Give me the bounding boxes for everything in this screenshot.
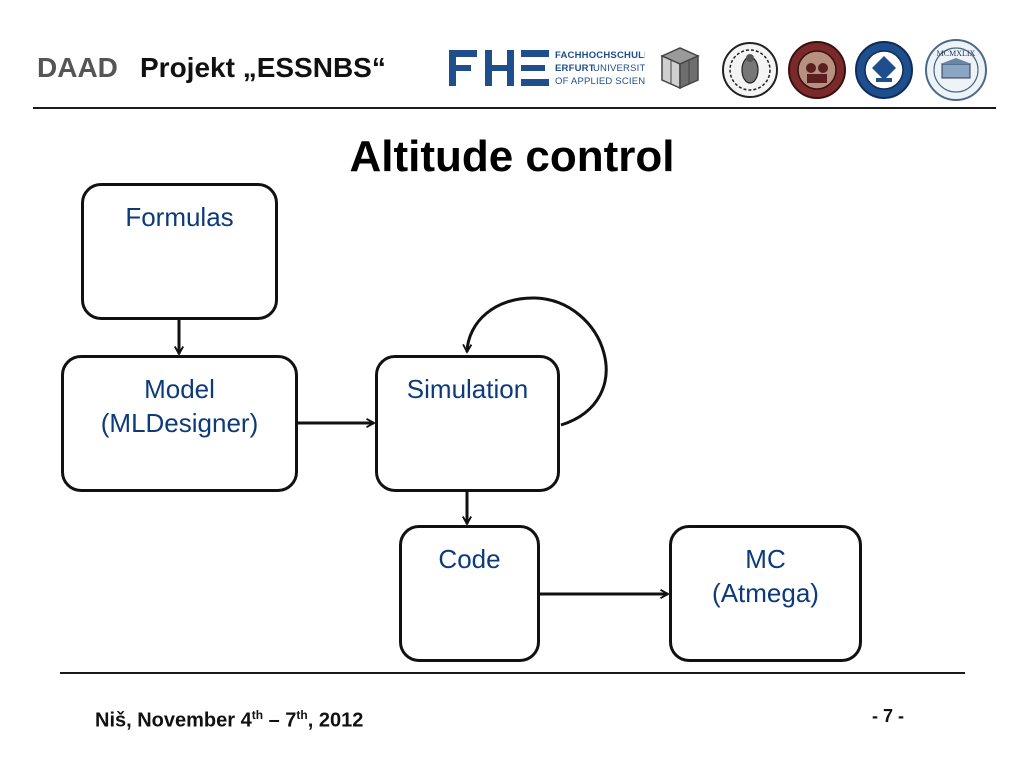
node-code: Code: [399, 525, 540, 662]
node-mc-label: MC: [745, 544, 786, 574]
node-mc: MC (Atmega): [669, 525, 862, 662]
footer-sup2: th: [296, 708, 308, 722]
fhe-line1: FACHHOCHSCHULE: [555, 50, 645, 61]
node-formulas-label: Formulas: [125, 202, 234, 232]
edge-simulation-loop: [467, 296, 608, 427]
header-divider: [33, 107, 996, 109]
node-code-label: Code: [438, 544, 501, 574]
nis-university-seal-icon: [788, 41, 846, 99]
daad-label: DAAD: [37, 52, 118, 83]
fhe-line2a: ERFURT: [555, 63, 595, 74]
footer-date-prefix: Niš, November 4: [95, 709, 252, 732]
node-simulation-label: Simulation: [406, 374, 529, 404]
node-simulation: Simulation: [375, 355, 560, 492]
project-title: Projekt „ESSNBS“: [140, 52, 386, 83]
fhe-line3: OF APPLIED SCIENCES: [555, 76, 645, 87]
footer-date: Niš, November 4th – 7th, 2012: [95, 708, 363, 733]
footer-divider: [60, 672, 965, 674]
cube-logo-icon: [660, 47, 700, 90]
slide-title: Altitude control: [349, 132, 675, 181]
university-seal-icon: [722, 42, 778, 98]
partner-seals: MCMXLIX: [660, 39, 987, 101]
node-model: Model (MLDesigner): [61, 355, 298, 492]
fhe-line2b: UNIVERSITY: [593, 63, 645, 74]
node-model-label: Model: [144, 374, 215, 404]
seal-roman-year: MCMXLIX: [937, 49, 976, 58]
fhe-logo: FACHHOCHSCHULE ERFURT UNIVERSITY OF APPL…: [449, 50, 645, 87]
footer-sup1: th: [251, 708, 264, 722]
page-number: - 7 -: [872, 706, 905, 726]
node-mc-sublabel: (Atmega): [712, 578, 819, 608]
node-model-sublabel: (MLDesigner): [100, 408, 259, 438]
footer-date-suffix: , 2012: [307, 709, 364, 732]
node-formulas: Formulas: [81, 183, 278, 320]
footer-date-dash: – 7: [263, 709, 297, 732]
university-building-seal-icon: MCMXLIX: [925, 39, 987, 101]
banja-luka-university-seal-icon: [855, 41, 913, 99]
